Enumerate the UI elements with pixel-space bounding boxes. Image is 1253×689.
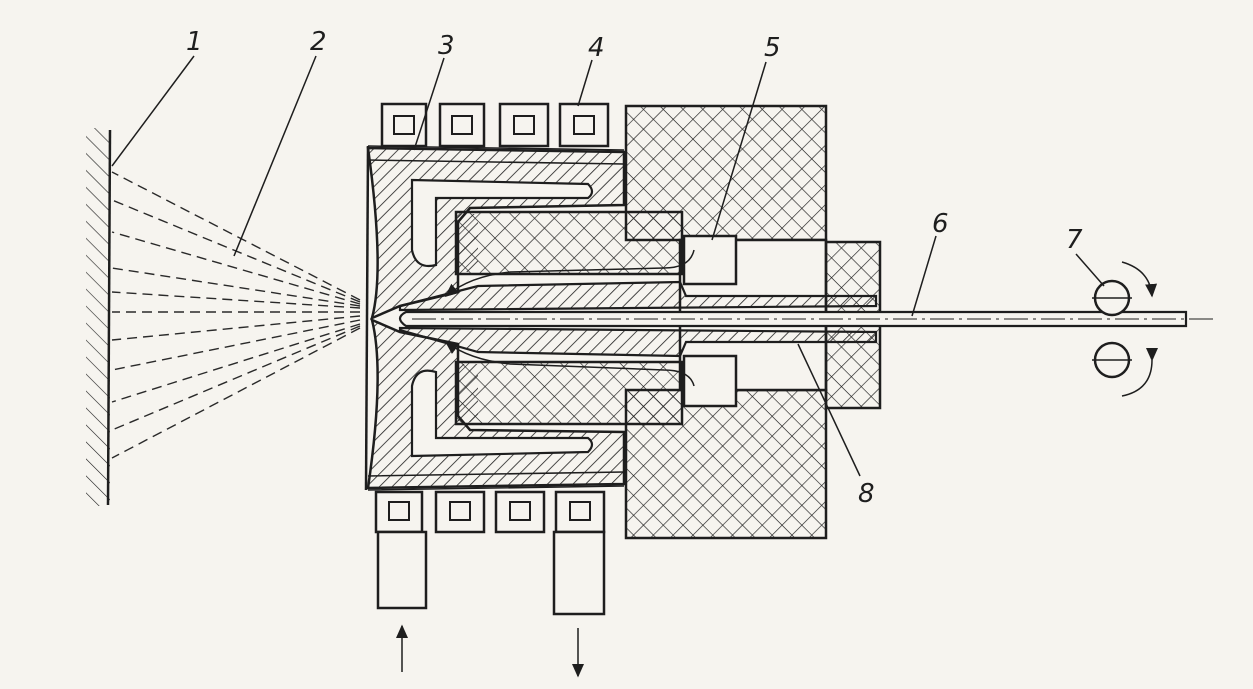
- callout-7: 7: [1066, 225, 1083, 255]
- electrode-holder: [398, 280, 878, 358]
- inner-insulator: [454, 210, 684, 426]
- callout-1: 1: [186, 27, 203, 57]
- feed-rollers: [1092, 261, 1159, 397]
- target-wall: [86, 128, 112, 506]
- callout-4: 4: [588, 33, 605, 63]
- callout-6: 6: [932, 209, 949, 239]
- callout-2: 2: [310, 27, 327, 57]
- callout-5: 5: [764, 33, 781, 63]
- spray-cone: [111, 171, 361, 459]
- coolant-pipes: [376, 530, 606, 678]
- gas-flow-arrows: [444, 249, 695, 387]
- callout-3: 3: [438, 31, 455, 61]
- feed-wire: [398, 310, 1218, 328]
- callout-8: 8: [858, 479, 875, 509]
- callout-labels: 1 2 3 4 5 6 7 8: [186, 27, 1083, 509]
- leader-lines: [111, 55, 1105, 477]
